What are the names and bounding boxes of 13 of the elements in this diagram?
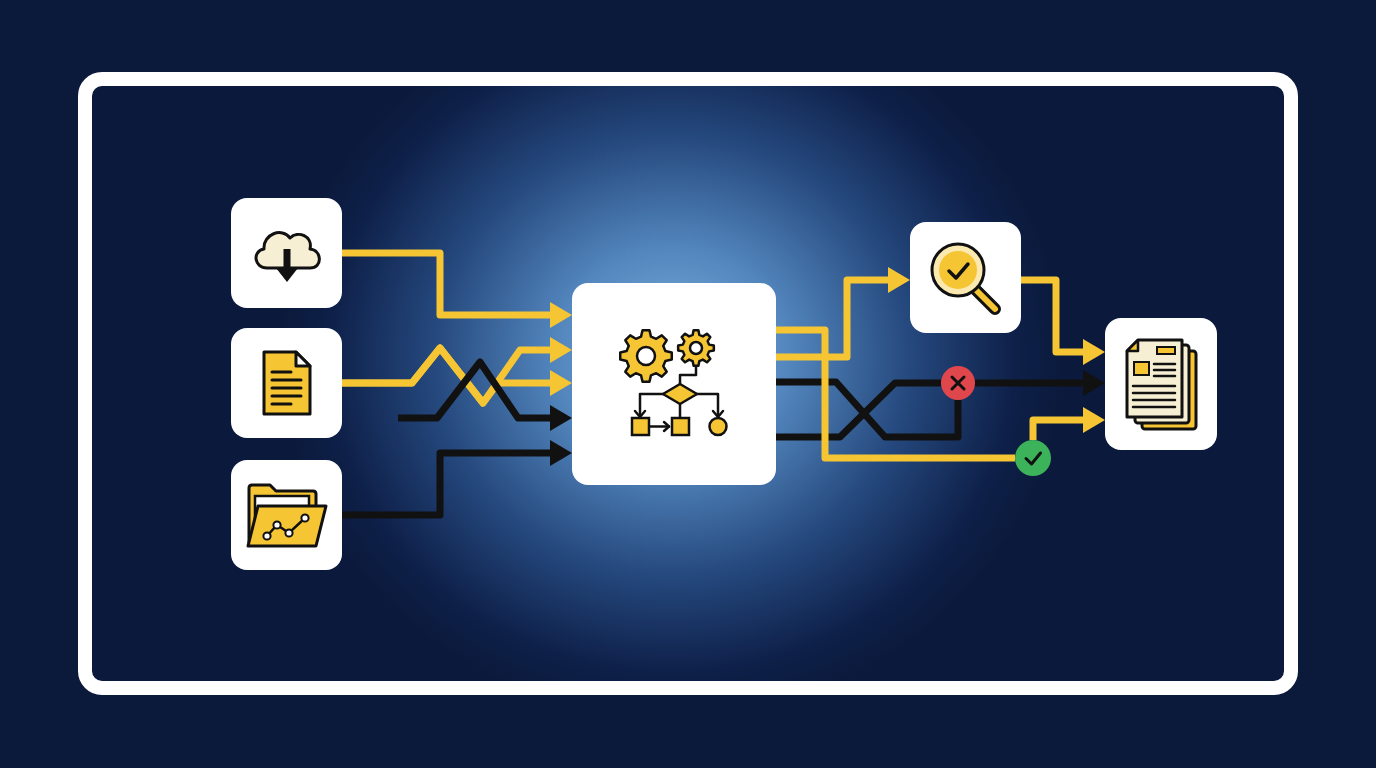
icon-tile: [910, 222, 1021, 333]
arrow: [342, 440, 572, 519]
icon-tile: [1105, 318, 1217, 450]
icon-tile: [572, 283, 776, 485]
arrow: [975, 370, 1105, 396]
icon-tile: [231, 460, 342, 570]
arrow: [342, 249, 572, 328]
icon-tile: [231, 198, 342, 308]
arrow: [1021, 276, 1105, 365]
connector-line: [776, 326, 1015, 462]
arrow: [776, 267, 910, 361]
icon-tile: [231, 328, 342, 438]
arrow: [1029, 407, 1105, 440]
